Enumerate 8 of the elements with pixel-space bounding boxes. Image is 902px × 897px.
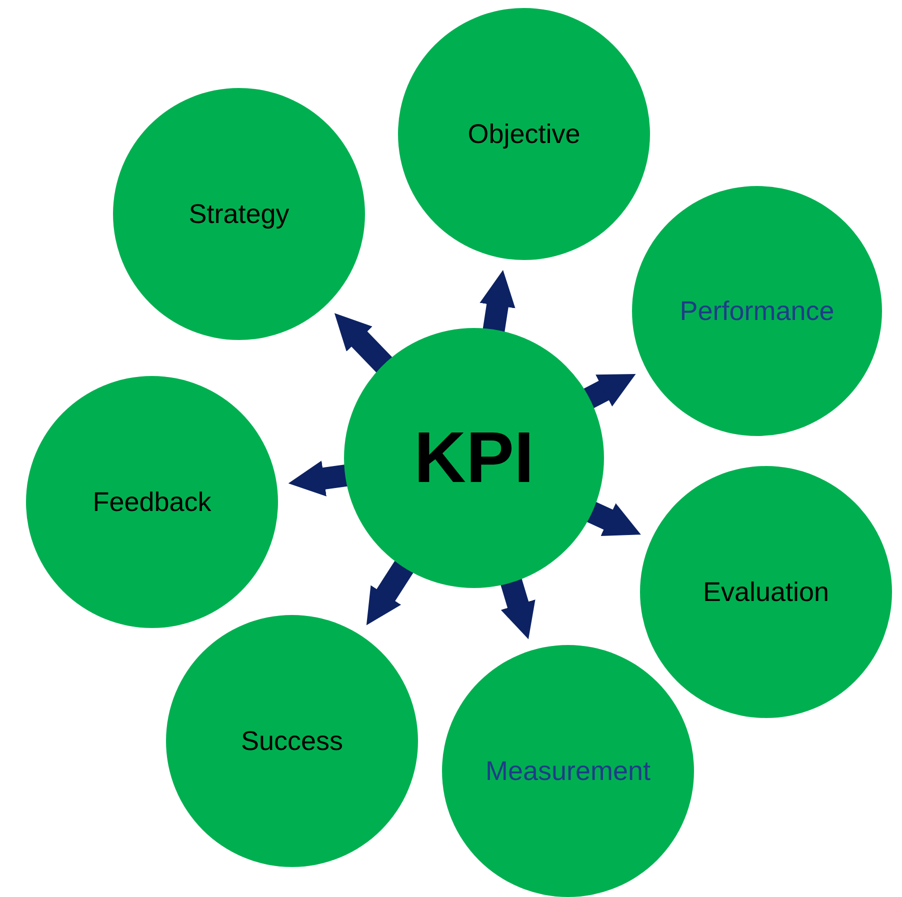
node-label: Strategy	[188, 198, 290, 230]
node-label: Evaluation	[702, 576, 830, 608]
node-label: Performance	[680, 296, 834, 326]
node-label: Measurement	[485, 756, 651, 786]
node-label: Objective	[468, 118, 580, 150]
node-label: Feedback	[92, 486, 212, 518]
center-label: KPI	[414, 417, 534, 499]
node-label: Success	[240, 726, 344, 756]
